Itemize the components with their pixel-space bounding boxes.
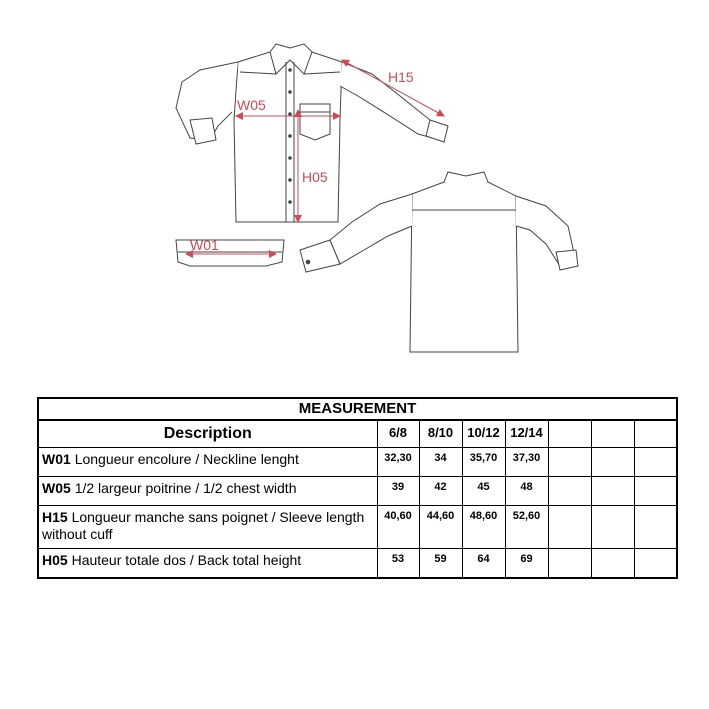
back-shirt-icon bbox=[329, 171, 579, 353]
empty-cell bbox=[590, 419, 635, 448]
size-header: 8/10 bbox=[418, 419, 463, 448]
row-value: 44,60 bbox=[418, 505, 463, 549]
row-value: 69 bbox=[504, 548, 549, 579]
button-icon bbox=[288, 68, 292, 204]
dimension-label-h15: H15 bbox=[388, 69, 414, 85]
row-value: 59 bbox=[418, 548, 463, 579]
empty-cell bbox=[590, 548, 635, 579]
row-value: 53 bbox=[376, 548, 420, 579]
row-value: 48,60 bbox=[461, 505, 506, 549]
row-description: H05 Hauteur totale dos / Back total heig… bbox=[37, 548, 378, 579]
size-header: 12/14 bbox=[504, 419, 549, 448]
size-header: 10/12 bbox=[461, 419, 506, 448]
shirt-technical-drawing: H15 W05 H05 W01 bbox=[175, 43, 579, 353]
table-title: MEASUREMENT bbox=[37, 397, 678, 421]
row-value: 32,30 bbox=[376, 447, 420, 477]
empty-cell bbox=[590, 447, 635, 477]
table-row: H05 Hauteur totale dos / Back total heig… bbox=[37, 548, 678, 579]
empty-cell bbox=[633, 505, 678, 549]
table-row: H15 Longueur manche sans poignet / Sleev… bbox=[37, 505, 678, 549]
empty-cell bbox=[590, 476, 635, 506]
size-header: 6/8 bbox=[376, 419, 420, 448]
dimension-label-w05: W05 bbox=[237, 97, 266, 113]
table-row: W01 Longueur encolure / Neckline lenght … bbox=[37, 447, 678, 477]
row-text: 1/2 largeur poitrine / 1/2 chest width bbox=[74, 480, 297, 496]
row-value: 64 bbox=[461, 548, 506, 579]
empty-cell bbox=[633, 476, 678, 506]
row-value: 52,60 bbox=[504, 505, 549, 549]
row-text: Longueur manche sans poignet / Sleeve le… bbox=[42, 509, 365, 542]
row-description: H15 Longueur manche sans poignet / Sleev… bbox=[37, 505, 378, 549]
row-code: H05 bbox=[42, 552, 68, 568]
empty-cell bbox=[633, 447, 678, 477]
row-code: W05 bbox=[42, 480, 71, 496]
row-code: H15 bbox=[42, 509, 68, 525]
table-header-row: Description 6/8 8/10 10/12 12/14 bbox=[37, 419, 678, 448]
row-value: 35,70 bbox=[461, 447, 506, 477]
empty-cell bbox=[547, 476, 592, 506]
row-description: W05 1/2 largeur poitrine / 1/2 chest wid… bbox=[37, 476, 378, 506]
empty-cell bbox=[590, 505, 635, 549]
dimension-label-h05: H05 bbox=[302, 169, 328, 185]
dimension-label-w01: W01 bbox=[190, 237, 219, 253]
empty-cell bbox=[547, 419, 592, 448]
empty-cell bbox=[547, 548, 592, 579]
row-code: W01 bbox=[42, 451, 71, 467]
table-row: W05 1/2 largeur poitrine / 1/2 chest wid… bbox=[37, 476, 678, 506]
row-value: 40,60 bbox=[376, 505, 420, 549]
measurement-table: MEASUREMENT Description 6/8 8/10 10/12 1… bbox=[37, 397, 679, 579]
description-header: Description bbox=[37, 419, 378, 448]
row-value: 34 bbox=[418, 447, 463, 477]
empty-cell bbox=[547, 447, 592, 477]
row-value: 37,30 bbox=[504, 447, 549, 477]
empty-cell bbox=[633, 548, 678, 579]
row-value: 42 bbox=[418, 476, 463, 506]
empty-cell bbox=[547, 505, 592, 549]
row-value: 45 bbox=[461, 476, 506, 506]
empty-cell bbox=[633, 419, 678, 448]
row-text: Hauteur totale dos / Back total height bbox=[71, 552, 302, 568]
row-value: 39 bbox=[376, 476, 420, 506]
row-value: 48 bbox=[504, 476, 549, 506]
row-text: Longueur encolure / Neckline lenght bbox=[74, 451, 299, 467]
row-description: W01 Longueur encolure / Neckline lenght bbox=[37, 447, 378, 477]
